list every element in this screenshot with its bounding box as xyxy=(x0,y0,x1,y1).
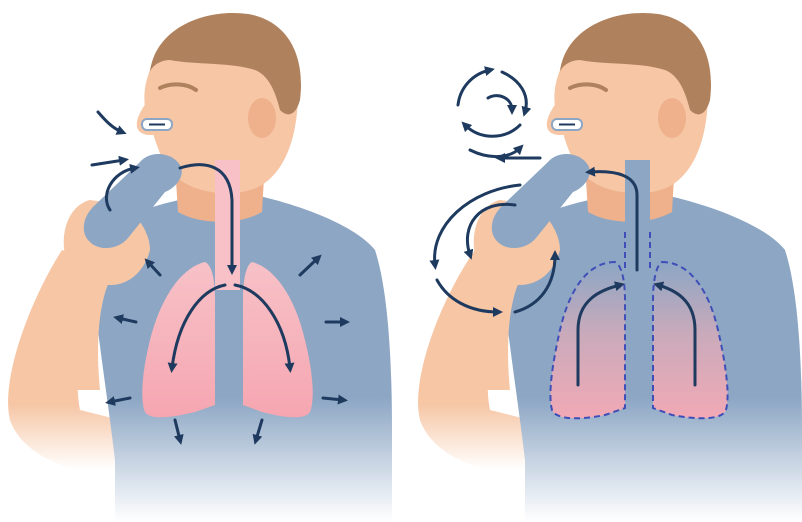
panel-inhale xyxy=(8,13,392,522)
swirl-arrow-icon xyxy=(470,148,520,157)
nose-clip-icon xyxy=(552,119,582,130)
swirl-arrow-icon xyxy=(465,125,520,136)
swirl-arrow-icon xyxy=(488,96,512,110)
nose-inflow-arrow xyxy=(98,112,122,132)
expand-arrow-6 xyxy=(323,398,343,400)
swirl-arrow-icon xyxy=(502,72,526,112)
mouth-inflow-arrow xyxy=(92,160,124,165)
ear xyxy=(248,98,276,138)
ear xyxy=(658,98,686,138)
panel-exhale xyxy=(418,13,802,522)
nose-clip-icon xyxy=(142,119,172,130)
swirl-arrow-icon xyxy=(458,70,490,105)
